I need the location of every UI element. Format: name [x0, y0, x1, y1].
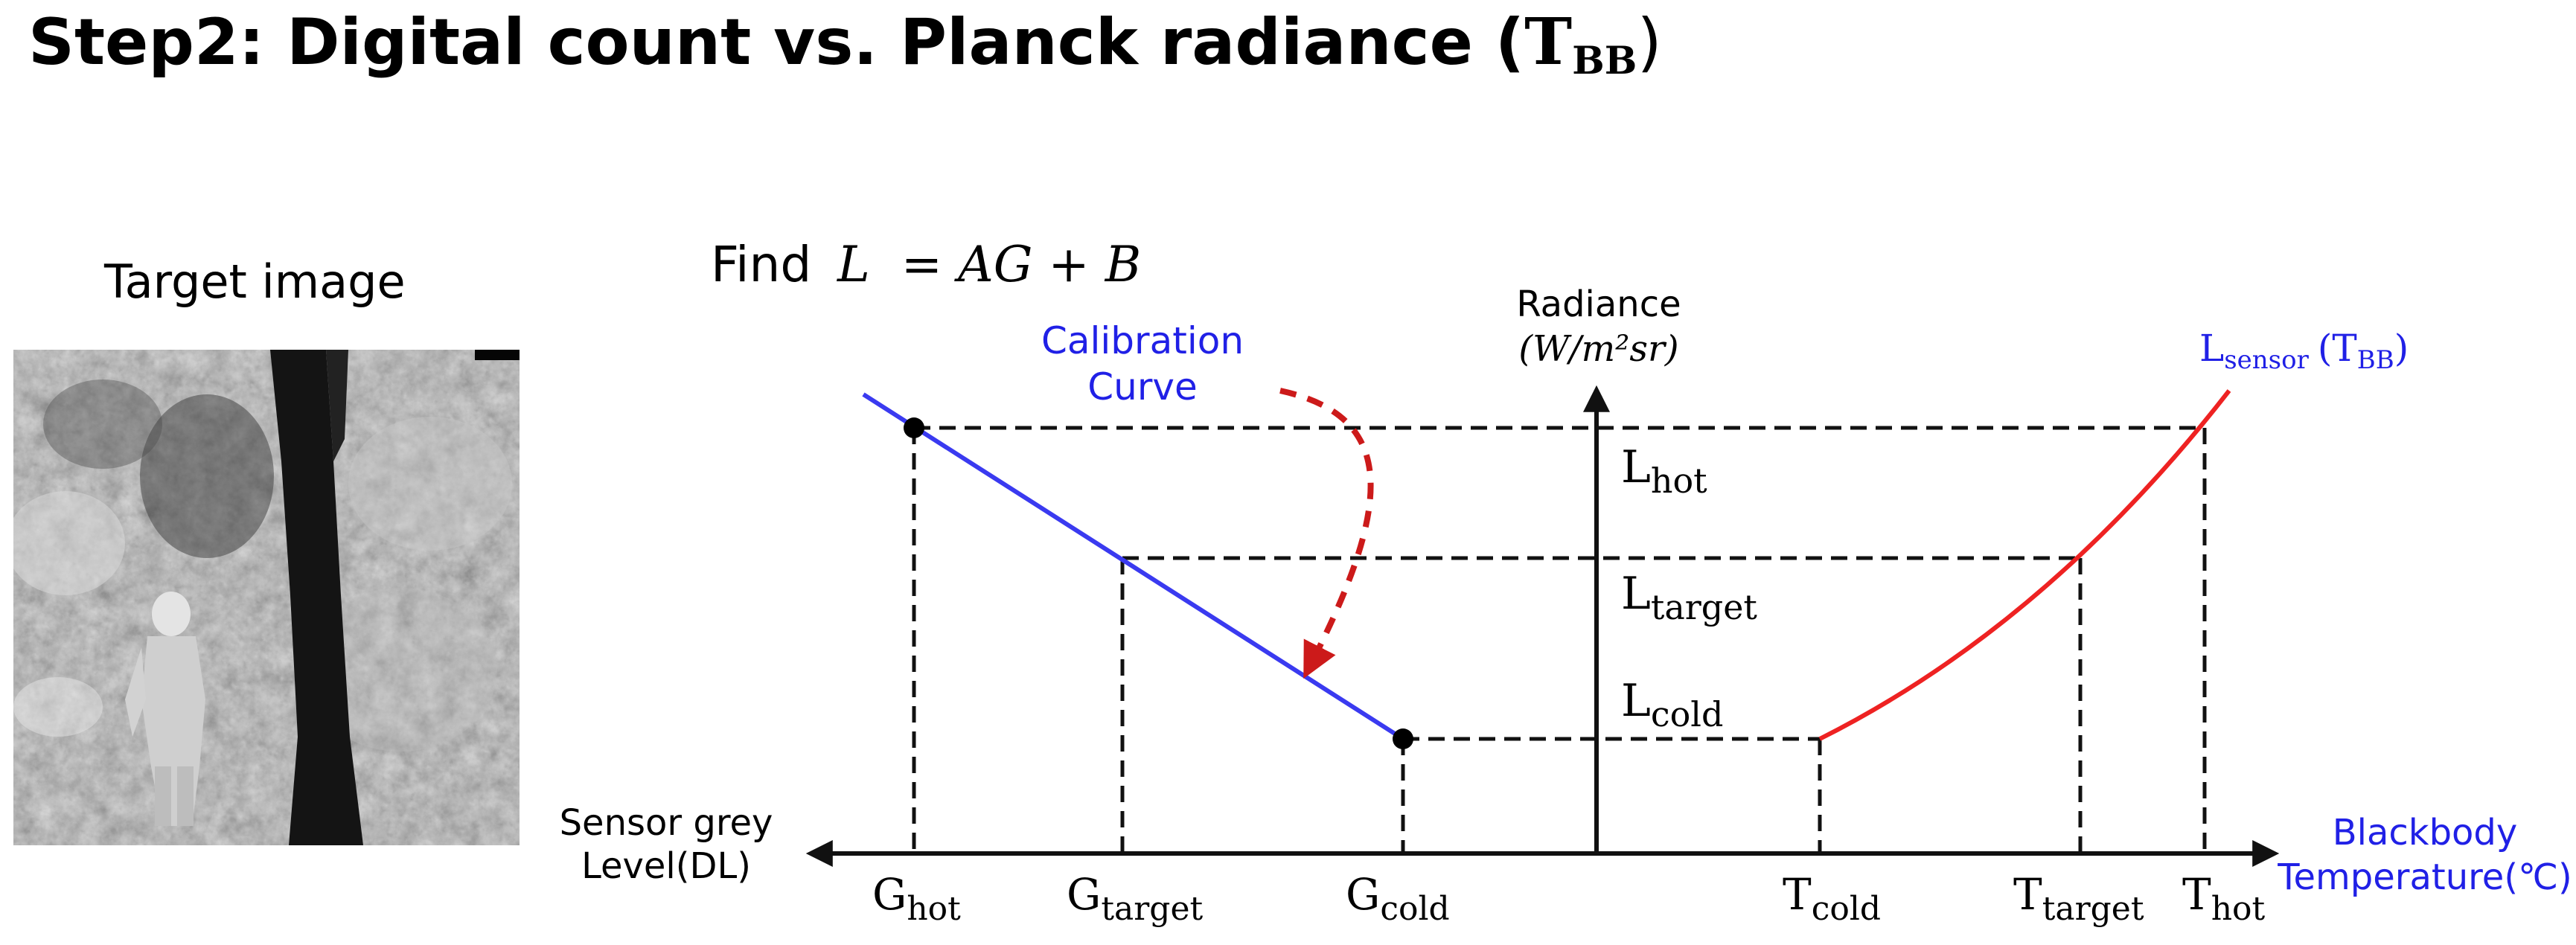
planck-curve: [1818, 389, 2231, 741]
radiance-label-line1: Radiance: [1516, 284, 1681, 325]
formula-equation: L = AG + B: [837, 236, 1141, 293]
calibration-label-line2: Curve: [1087, 365, 1198, 409]
calibration-arrow: [1279, 388, 1374, 679]
guide-lines: [912, 426, 2207, 853]
t-target-label: Ttarget: [2013, 869, 2144, 928]
lsensor-paren-sub: BB: [2357, 345, 2394, 375]
left-axis-label-line1: Sensor grey: [560, 802, 773, 844]
l-target-label: Ltarget: [1621, 568, 1757, 627]
title-t-sub: BB: [1572, 38, 1637, 83]
l-cold-label: Lcold: [1621, 675, 1723, 734]
target-image-label: Target image: [104, 254, 406, 309]
point-cold: [1393, 728, 1413, 749]
lsensor-label: Lsensor (TBB): [2199, 327, 2409, 375]
page-title: Step2: Digital count vs. Planck radiance…: [28, 4, 1662, 83]
calibration-line: [862, 392, 1404, 741]
title-suffix: ): [1637, 5, 1662, 80]
title-prefix: Step2: Digital count vs. Planck radiance…: [28, 5, 1525, 80]
t-hot-label: Thot: [2182, 869, 2266, 928]
lsensor-main: L: [2199, 327, 2224, 370]
formula-find: Find: [711, 236, 811, 293]
point-hot: [904, 417, 924, 438]
left-axis-label-line2: Level(DL): [581, 845, 751, 887]
radiance-label-line2: (W/m²sr): [1518, 328, 1678, 370]
thermal-target-image: [13, 350, 520, 845]
lsensor-sub: sensor: [2224, 345, 2309, 375]
calibration-label-line1: Calibration: [1041, 319, 1244, 362]
g-cold-label: Gcold: [1346, 869, 1450, 928]
g-target-label: Gtarget: [1067, 869, 1203, 928]
t-cold-label: Tcold: [1783, 869, 1881, 928]
lsensor-paren: (T: [2318, 327, 2357, 370]
l-hot-label: Lhot: [1621, 441, 1707, 501]
g-hot-label: Ghot: [872, 869, 961, 928]
right-axis-label-line1: Blackbody: [2333, 812, 2518, 853]
title-t-main: T: [1524, 4, 1573, 80]
lsensor-paren-close: ): [2394, 327, 2409, 370]
right-axis-label-line2: Temperature(℃): [2277, 856, 2572, 898]
